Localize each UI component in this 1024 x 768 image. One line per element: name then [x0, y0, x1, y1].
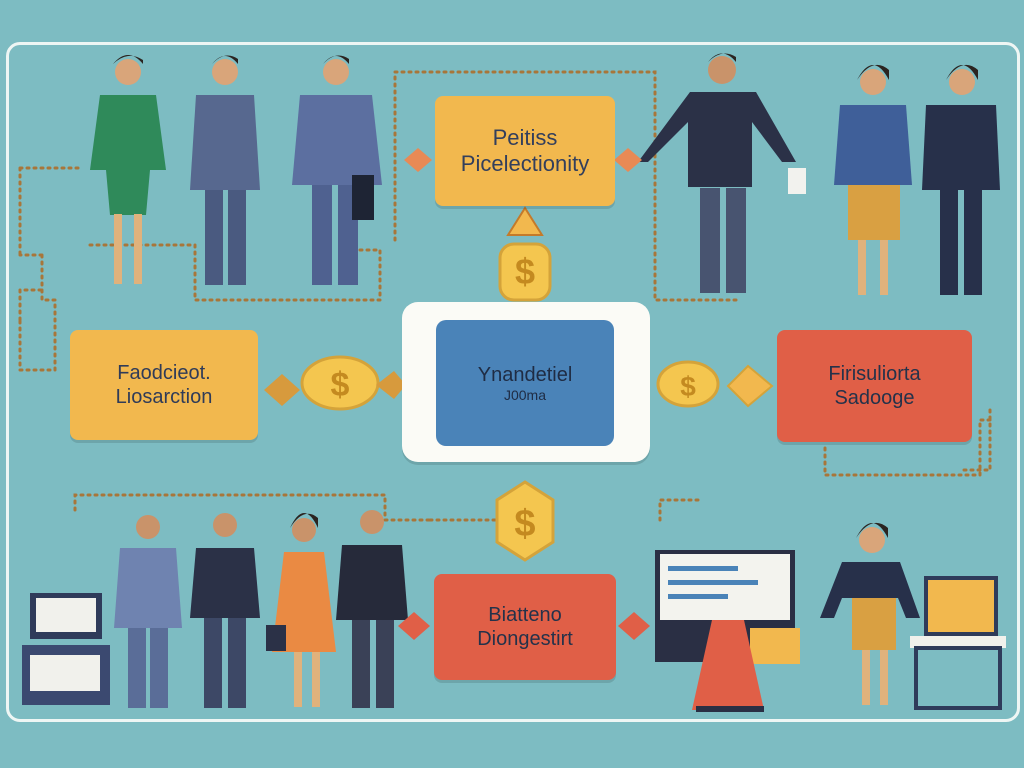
- diamond-right: [726, 364, 774, 408]
- dotted-connectors: [18, 70, 992, 522]
- person-navy-suit-2: [336, 510, 408, 708]
- center-box-line-1: Ynandetiel: [477, 363, 573, 386]
- people-group-bottom-right: [655, 522, 1006, 712]
- diagram-frame: [6, 42, 1020, 722]
- people-group-bottom-left: [22, 510, 408, 708]
- left-box-line-1: Faodcieot.: [117, 362, 211, 384]
- top-process-box: Peitiss Picelectionity: [435, 96, 615, 206]
- coins: $ $ $ $: [300, 242, 720, 562]
- left-process-box: Faodcieot. Liosarction: [70, 330, 258, 440]
- diamond-bottom-left: [398, 612, 430, 640]
- cone-marker: [692, 620, 764, 712]
- diamond-top-right: [614, 148, 642, 172]
- person-navy-suit-1: [190, 513, 260, 708]
- coin-right-symbol: $: [680, 371, 696, 402]
- bottom-box-line-1: Biatteno: [488, 604, 562, 626]
- person-woman-clerk: [820, 522, 920, 705]
- connector-bottom-left: [73, 493, 502, 522]
- person-officer: [638, 53, 806, 293]
- center-hub-box: Ynandetiel J00ma: [436, 320, 614, 446]
- coin-top: $: [498, 242, 552, 302]
- people-group-top-right: [638, 53, 1000, 295]
- diamond-left-2: [376, 371, 406, 399]
- bottom-box-line-2: Diongestirt: [477, 628, 573, 650]
- arrow-markers: [264, 148, 774, 640]
- person-green-coat: [90, 55, 166, 284]
- person-grey-uniform: [114, 515, 182, 708]
- right-box-line-2: Sadooge: [834, 387, 915, 409]
- right-box-line-1: Firisuliorta: [828, 363, 921, 385]
- coin-top-symbol: $: [515, 251, 535, 292]
- person-woman-navy-suit: [922, 64, 1000, 295]
- center-box-line-2: J00ma: [503, 386, 547, 403]
- arrow-up-to-top-box: [506, 206, 544, 236]
- top-box-line-2: Picelectionity: [460, 151, 590, 176]
- person-orange-dress: [266, 513, 336, 707]
- people-group-top-left: [90, 55, 382, 285]
- bottom-process-box: Biatteno Diongestirt: [434, 574, 616, 680]
- connector-bottom-right: [658, 418, 992, 522]
- diamond-top-left: [404, 148, 432, 172]
- right-process-box: Firisuliorta Sadooge: [777, 330, 972, 442]
- person-woman-blue-blazer: [834, 64, 912, 295]
- connector-right-loop: [958, 408, 992, 472]
- coin-bottom: $: [495, 480, 555, 562]
- coin-left: $: [300, 355, 380, 411]
- coin-right: $: [656, 360, 720, 408]
- top-box-line-1: Peitiss: [492, 124, 558, 150]
- counter-with-gold: [910, 576, 1006, 710]
- connector-top-right: [393, 70, 742, 302]
- connector-top-left: [88, 243, 382, 302]
- diamond-bottom-right: [618, 612, 650, 640]
- connector-left-loop: [18, 166, 82, 372]
- person-blue-suit-2: [292, 55, 382, 285]
- left-box-line-2: Liosarction: [115, 386, 213, 408]
- coin-left-symbol: $: [331, 366, 350, 404]
- person-blue-suit-1: [190, 55, 260, 285]
- coin-bottom-symbol: $: [514, 503, 535, 545]
- desk-computer-left: [22, 593, 110, 705]
- diamond-left-1: [264, 374, 300, 406]
